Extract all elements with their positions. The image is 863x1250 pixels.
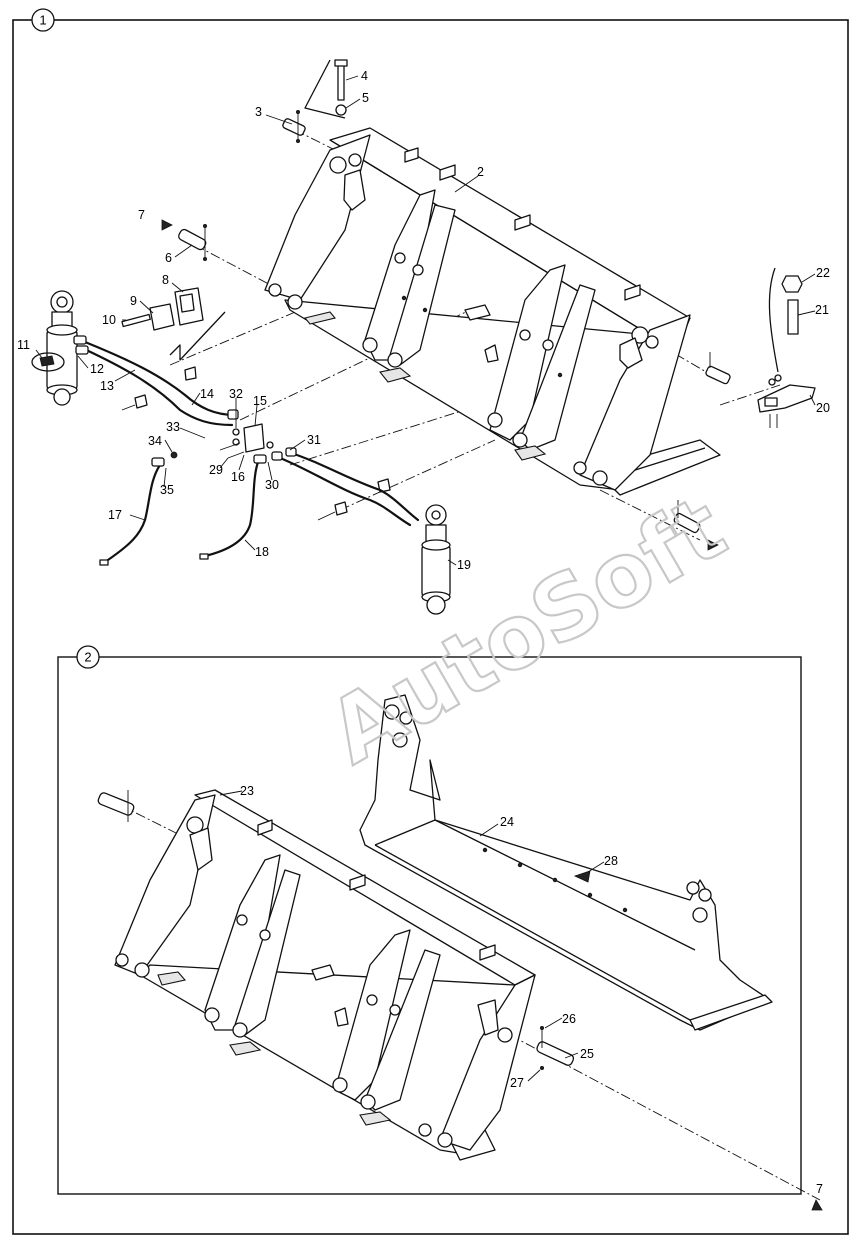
callout-27: 27 [510, 1076, 524, 1090]
callout-31: 31 [307, 433, 321, 447]
callout-19: 19 [457, 558, 471, 572]
leader-lines [35, 75, 816, 1082]
callout-7: 7 [138, 208, 145, 222]
callout-28: 28 [604, 854, 618, 868]
callout-15: 15 [253, 394, 267, 408]
bolt-with-nut-detail [304, 59, 348, 119]
callout-17: 17 [108, 508, 122, 522]
callouts: 2 3 4 5 6 7 8 9 10 11 12 13 14 15 16 17 … [17, 69, 830, 1196]
callout-18: 18 [255, 545, 269, 559]
hose-clips [121, 394, 391, 521]
callout-11: 11 [17, 338, 30, 352]
callout-9: 9 [130, 294, 137, 308]
bucket-main [264, 127, 721, 496]
callout-25: 25 [580, 1047, 594, 1061]
callout-35: 35 [160, 483, 174, 497]
hose-set-left [73, 335, 239, 427]
callout-23: 23 [240, 784, 254, 798]
callout-32: 32 [229, 387, 243, 401]
callout-4: 4 [361, 69, 368, 83]
callout-33: 33 [166, 420, 180, 434]
callout-30: 30 [265, 478, 279, 492]
callout-16: 16 [231, 470, 245, 484]
panel-number-2: 2 [84, 650, 91, 665]
pin-lower-left [161, 219, 207, 261]
bucket-liner [359, 694, 773, 1031]
clamp-assembly [121, 287, 226, 381]
callout-13: 13 [100, 379, 114, 393]
panel-badge-1: 1 [31, 8, 55, 32]
callout-10: 10 [102, 313, 116, 327]
callout-34: 34 [148, 434, 162, 448]
callout-20: 20 [816, 401, 830, 415]
outer-frame [12, 19, 849, 1235]
bucket-panel-2 [97, 789, 536, 1161]
callout-12: 12 [90, 362, 104, 376]
callout-6: 6 [165, 251, 172, 265]
callout-24: 24 [500, 815, 514, 829]
callout-21: 21 [815, 303, 829, 317]
callout-8: 8 [162, 273, 169, 287]
cylinder-left [31, 290, 78, 406]
hose-set-right [271, 447, 420, 527]
pin-panel-2 [536, 1026, 823, 1211]
callout-5: 5 [362, 91, 369, 105]
callout-2: 2 [477, 165, 484, 179]
panel-number-1: 1 [39, 13, 46, 28]
callout-3: 3 [255, 105, 262, 119]
callout-22: 22 [816, 266, 830, 280]
callout-26: 26 [562, 1012, 576, 1026]
valve-block [170, 423, 281, 459]
panel-badge-2: 2 [76, 645, 100, 669]
callout-14: 14 [200, 387, 214, 401]
callout-29: 29 [209, 463, 223, 477]
callout-7-bottom: 7 [816, 1182, 823, 1196]
cylinder-right [421, 504, 451, 615]
pin-upper-left [282, 110, 306, 143]
tooth-assembly [673, 267, 816, 551]
